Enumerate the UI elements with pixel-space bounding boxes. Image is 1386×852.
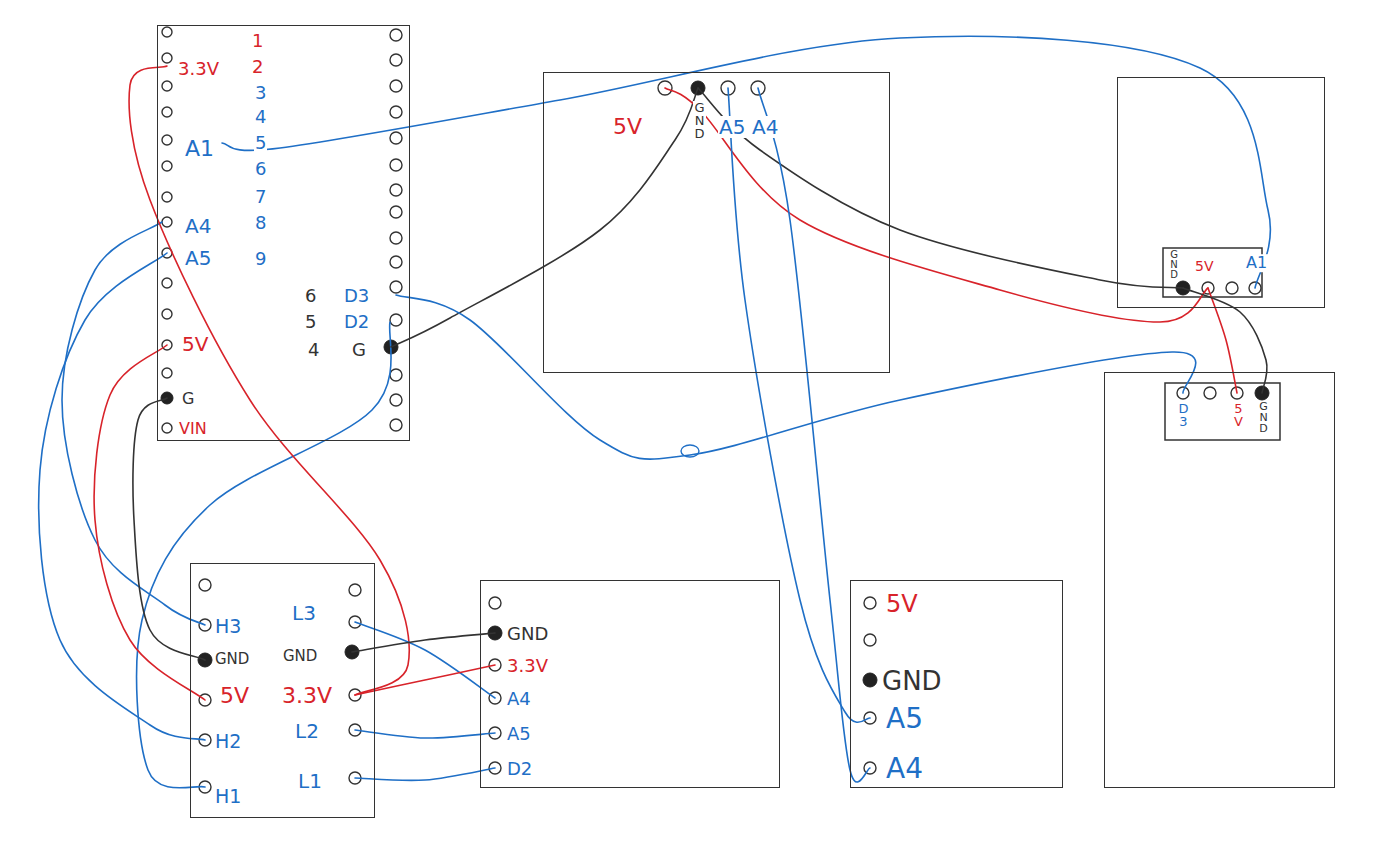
pin-label: 3 — [254, 83, 267, 103]
pin-label: GND — [1258, 401, 1269, 434]
pin-label: L2 — [294, 720, 320, 742]
wire — [1183, 288, 1267, 393]
wire — [94, 345, 205, 700]
pin-label: 5 — [254, 133, 267, 153]
pin-label: A5 — [184, 247, 212, 269]
pin-label: A4 — [751, 116, 779, 138]
pin-label: VIN — [178, 420, 208, 438]
pin-label: GND — [1169, 250, 1179, 280]
wire — [355, 622, 495, 698]
pin-label: G — [351, 340, 367, 360]
pin-label: H1 — [214, 786, 242, 807]
pin-label: GND — [506, 624, 549, 644]
module-box: GND 3.3V A4A5D2 — [480, 580, 780, 788]
pin-label: H2 — [214, 731, 242, 752]
pin-label: D2 — [506, 759, 533, 779]
wire — [698, 88, 1183, 288]
pin-label: GND — [282, 648, 318, 665]
wire — [129, 66, 409, 695]
pin-label: 3.3V — [281, 684, 333, 708]
pin-label: L3 — [291, 602, 317, 624]
pin-label: A4 — [184, 215, 212, 237]
wire — [137, 322, 392, 788]
pin-label: G — [181, 390, 195, 408]
wire — [355, 768, 495, 780]
pin-label: 6 — [304, 286, 317, 306]
wire-knot — [681, 445, 699, 457]
pin-label: 7 — [254, 187, 267, 207]
pin-label: A5 — [885, 704, 924, 735]
pin-label: D2 — [343, 312, 370, 332]
wire — [352, 633, 495, 652]
pin-label: A4 — [885, 754, 924, 785]
pin-label: 8 — [254, 213, 267, 233]
wire — [728, 88, 870, 722]
pin-label: GND — [693, 101, 706, 140]
pin-label: 6 — [254, 159, 267, 179]
wire — [355, 665, 495, 695]
wire — [758, 88, 870, 782]
pin-label: 5 — [304, 312, 317, 332]
module-box: 5V GND A5A4 — [850, 580, 1063, 788]
pin-label: 3.3V — [506, 656, 549, 676]
pin-circles — [162, 27, 1261, 793]
pin-label: 4 — [307, 340, 320, 360]
pin-label: 3.3V — [177, 59, 220, 79]
pin-label: 5V — [181, 333, 209, 355]
pin-label: D3 — [1177, 402, 1190, 428]
pin-label: A5 — [506, 724, 532, 744]
pin-label: GND — [214, 651, 250, 668]
pin-label: A4 — [506, 689, 532, 709]
module-box: 5V GND A5A4 — [543, 72, 890, 373]
wire — [396, 295, 1196, 459]
pin-label: L1 — [297, 770, 323, 792]
pin-label: A5 — [718, 116, 746, 138]
pin-label: H3 — [214, 616, 242, 637]
module-box: 123.3V34A1567A48A596D35D24G5VGVIN — [157, 25, 410, 441]
pin-label: GND — [881, 667, 943, 696]
wire — [355, 730, 495, 738]
pin-label: A1 — [184, 137, 215, 161]
pin-label: 5V — [612, 115, 643, 139]
ground-pins — [161, 81, 1269, 687]
pin-label: 2 — [251, 57, 264, 77]
pin-label: 1 — [251, 31, 264, 51]
module-box: D3 5V GND — [1104, 372, 1335, 788]
pin-label: 5V — [885, 591, 919, 617]
pin-label: 4 — [254, 107, 267, 127]
connector-headers — [1163, 248, 1280, 440]
pin-label: 5V — [1194, 259, 1214, 274]
pin-label: A1 — [1245, 254, 1268, 272]
pin-label: D3 — [343, 286, 370, 306]
module-box: GND 5V A1 — [1117, 77, 1325, 308]
pin-label: 5V — [219, 684, 250, 708]
pin-label: 5V — [1232, 402, 1245, 428]
wire — [391, 88, 698, 347]
wire — [39, 253, 205, 740]
wire — [665, 88, 1208, 322]
module-box: H3 L3GND GND 5V 3.3V H2 L2H1 L1 — [190, 563, 375, 818]
pin-label: 9 — [254, 249, 267, 269]
wire — [222, 36, 1270, 288]
wire — [1208, 288, 1237, 393]
